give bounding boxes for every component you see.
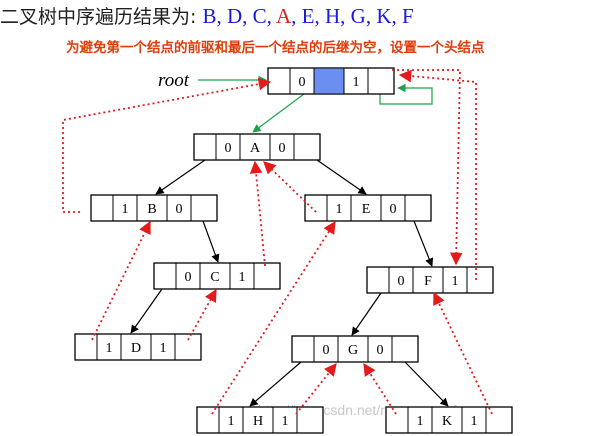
thread-link-d-b [91,220,151,341]
sequence-item: , [391,4,403,28]
node-rtag: 1 [282,414,289,429]
node-data: B [147,202,156,217]
sequence-item: , [365,4,377,28]
child-link-a-e [316,159,367,195]
node-h: 1 H 1 [196,406,324,434]
child-link-f-g [351,292,382,336]
child-link-head-a [252,93,305,133]
node-data: D [131,341,141,356]
node-ltag: 1 [122,202,129,217]
sequence-item: , [216,4,227,28]
node-rtag: 1 [471,414,478,429]
node-d: 1 D 1 [74,333,202,361]
root-label: root [158,70,189,91]
node-rtag: 0 [377,343,384,358]
child-link-c-d [130,288,163,334]
node-ltag: 0 [225,141,232,156]
node-a: 0 A 0 [193,133,321,161]
node-data: A [250,141,261,156]
node-e: 1 E 0 [304,194,432,222]
sequence-item: , [242,4,253,28]
traversal-sequence: B, D, C, A, E, H, G, K, F [202,4,413,28]
title-prefix: 二叉树中序遍历结果为: [0,6,203,28]
node-box [153,262,281,290]
node-rtag: 1 [353,75,360,90]
thread-link-h-g [295,363,337,415]
node-rtag: 1 [160,341,167,356]
node-data: G [348,343,358,358]
thread-link-c-a [249,160,266,267]
node-box [385,406,513,434]
node-rtag: 0 [390,202,397,217]
node-box [366,266,494,294]
thread-link-f-head [398,69,477,280]
node-ltag: 0 [323,343,330,358]
thread-link-e-a [263,161,317,213]
sequence-item: G [350,4,366,28]
node-data: H [253,414,263,429]
node-data: C [210,270,219,285]
child-link-e-f [413,220,434,267]
node-ltag: 0 [398,274,405,289]
node-f: 0 F 1 [366,266,494,294]
thread-link-h-e [211,220,336,415]
node-ltag: 0 [185,270,192,285]
node-ltag: 1 [417,414,424,429]
sequence-item: H [325,4,341,28]
sequence-item: , [266,4,276,28]
node-rtag: 1 [452,274,459,289]
page-title: 二叉树中序遍历结果为: B, D, C, A, E, H, G, K, F [0,2,414,29]
node-rtag: 0 [176,202,183,217]
sequence-item: B [202,4,217,28]
child-link-a-b [155,159,206,195]
node-b: 1 B 0 [90,194,218,222]
sequence-item: , [291,4,302,28]
child-link-g-h [249,361,302,407]
sequence-item: C [252,4,267,28]
node-ltag: 1 [106,341,113,356]
thread-link-head-f [392,69,463,266]
node-rtag: 1 [239,270,246,285]
node-box [193,133,321,161]
node-box [291,335,419,363]
sequence-item: , [314,4,325,28]
node-box [304,194,432,222]
node-ltag: 0 [299,75,306,90]
sequence-item: , [340,4,351,28]
node-g: 0 G 0 [291,335,419,363]
sequence-item: K [376,4,392,28]
child-link-g-k [404,361,449,407]
node-box [74,333,202,361]
head-self-loop [379,83,433,105]
subtitle-note: 为避免第一个结点的前驱和最后一个结点的后继为空，设置一个头结点 [66,40,485,56]
sequence-item: D [226,4,243,28]
node-box [90,194,218,222]
child-link-b-c [202,220,220,263]
node-ltag: 1 [228,414,235,429]
node-c: 0 C 1 [153,262,281,290]
sequence-item: A [276,4,292,28]
node-k: 1 K 1 [385,406,513,434]
thread-link-d-c [187,288,217,341]
thread-link-k-f [433,291,493,415]
sequence-item: E [301,4,315,28]
node-data: E [362,202,371,217]
head-data-cell [313,67,345,95]
sequence-item: F [402,4,414,28]
node-data: F [424,274,432,289]
node-rtag: 0 [279,141,286,156]
node-data: K [442,414,452,429]
node-box [196,406,324,434]
node-ltag: 1 [336,202,343,217]
